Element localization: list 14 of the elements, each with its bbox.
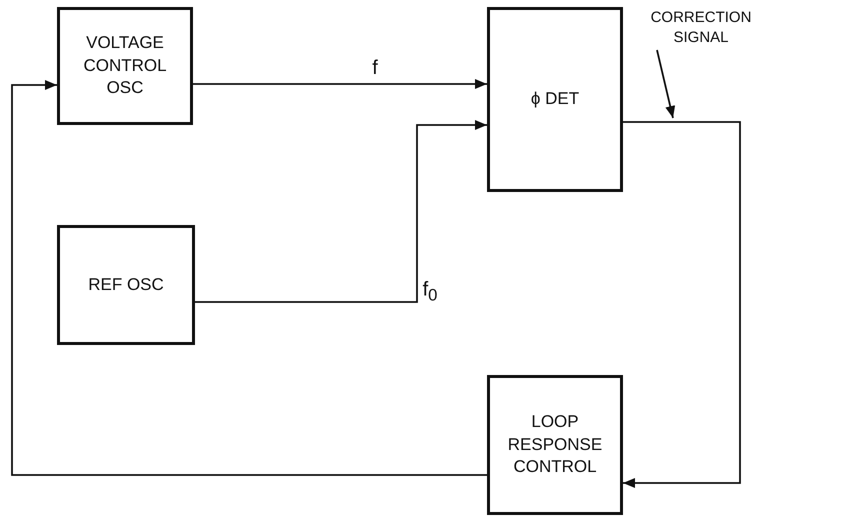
block-label: VOLTAGE CONTROL OSC — [82, 32, 168, 100]
leader-line — [656, 50, 676, 118]
block-box — [57, 225, 195, 345]
block-label: REF OSC — [87, 274, 165, 296]
arrow — [195, 120, 487, 303]
block-box — [487, 375, 623, 515]
block-label: ϕ DET — [530, 88, 580, 110]
arrow — [623, 121, 741, 488]
block-box — [57, 7, 193, 125]
arrow — [11, 80, 487, 476]
callout-text: CORRECTION SIGNAL — [650, 8, 752, 48]
arrow — [193, 79, 487, 89]
block-label: LOOP RESPONSE CONTROL — [506, 410, 604, 478]
block-box — [487, 7, 623, 192]
